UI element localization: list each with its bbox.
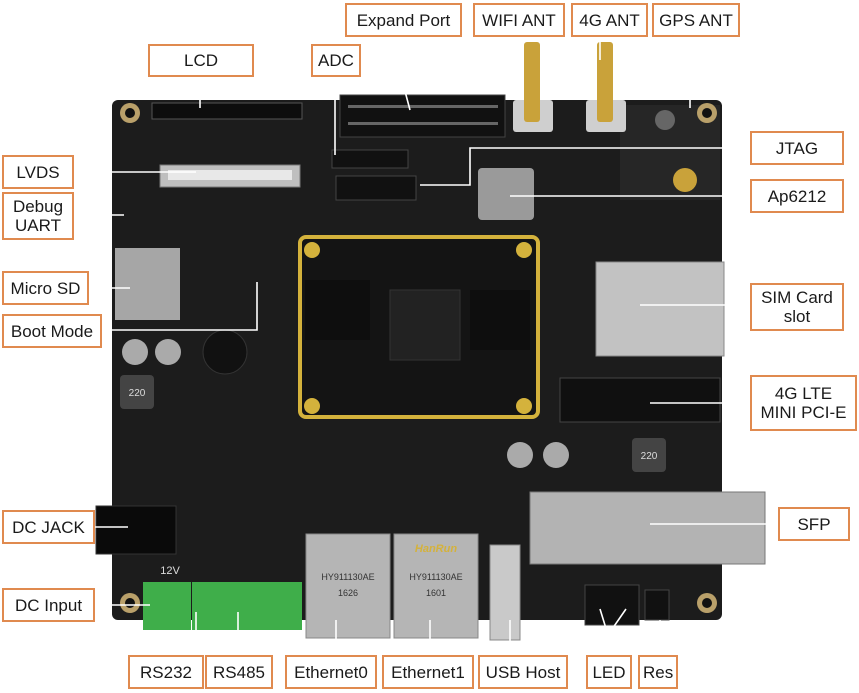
capacitor [155, 339, 181, 365]
terminal-block-dc [143, 582, 191, 630]
hanrun-model-0: HY911130AE [321, 572, 374, 582]
micro-sd-slot [115, 248, 180, 320]
capacitor [507, 442, 533, 468]
sim-card-slot [595, 261, 725, 357]
label-4g-ant: 4G ANT [571, 3, 648, 37]
gps-antenna-connector [673, 168, 697, 192]
pointer-jtag [420, 147, 750, 186]
reset-button [644, 589, 670, 621]
mini-pcie-slot [559, 377, 721, 423]
voltage-12v: 12V [160, 565, 180, 577]
usb-host-port [489, 544, 521, 641]
som-ram-2 [470, 290, 530, 350]
label-ap6212: Ap6212 [750, 179, 844, 213]
pointer-expand [401, 37, 411, 111]
label-lcd: LCD [148, 44, 254, 77]
label-sim-card-slot: SIM Card slot [750, 283, 844, 331]
ethernet0-jack [305, 533, 391, 639]
label-sfp: SFP [778, 507, 850, 541]
buzzer [202, 329, 248, 375]
label-adc: ADC [311, 44, 361, 77]
label-gps-ant: GPS ANT [652, 3, 740, 37]
label-debug-uart: Debug UART [2, 192, 74, 240]
inductor [120, 375, 154, 409]
pointer-rs232 [171, 612, 197, 655]
label-rs232: RS232 [128, 655, 204, 689]
wifi-antenna [524, 42, 540, 122]
lcd-connector [151, 102, 303, 120]
capacitor [543, 442, 569, 468]
hanrun-code-1: 1601 [426, 588, 446, 598]
sfp-cage [529, 491, 766, 565]
mount-hole [702, 108, 712, 118]
label-lvds: LVDS [2, 155, 74, 189]
jtag-header [335, 175, 417, 201]
inductor [632, 438, 666, 472]
label-led: LED [586, 655, 632, 689]
label-dc-input: DC Input [2, 588, 95, 622]
hanrun-code-0: 1626 [338, 588, 358, 598]
ethernet1-jack [393, 533, 479, 639]
label-usb-host: USB Host [478, 655, 568, 689]
label-ethernet1: Ethernet1 [382, 655, 474, 689]
hanrun-brand: HanRun [415, 543, 457, 555]
capacitor-value-1: 220 [641, 451, 658, 462]
mount-hole [125, 108, 135, 118]
label-expand-port: Expand Port [345, 3, 462, 37]
label-rs485: RS485 [205, 655, 273, 689]
4g-antenna [597, 42, 613, 122]
watermark: force.shop.by [726, 670, 853, 689]
som-chip [389, 289, 461, 361]
ap6212-module [478, 168, 534, 220]
terminal-block-rs [192, 582, 302, 630]
mount-hole [702, 598, 712, 608]
capacitor [122, 339, 148, 365]
adc-header [331, 149, 409, 169]
label-4g-lte-mini-pcie: 4G LTE MINI PCI-E [750, 375, 857, 431]
label-micro-sd: Micro SD [2, 271, 89, 305]
mount-hole [125, 598, 135, 608]
label-reset: Res [638, 655, 678, 689]
som-ram-1 [305, 280, 370, 340]
expand-port-pins [348, 105, 498, 125]
label-jtag: JTAG [750, 131, 844, 165]
capacitor-value-0: 220 [129, 388, 146, 399]
label-wifi-ant: WIFI ANT [473, 3, 565, 37]
hanrun-model-1: HY911130AE [409, 572, 462, 582]
expand-port-header [339, 94, 506, 138]
label-dc-jack: DC JACK [2, 510, 95, 544]
label-ethernet0: Ethernet0 [285, 655, 377, 689]
pointer-lines [72, 37, 778, 655]
pointer-boot [100, 282, 258, 331]
dc-jack [95, 505, 177, 555]
label-boot-mode: Boot Mode [2, 314, 102, 348]
led-block [584, 584, 640, 626]
